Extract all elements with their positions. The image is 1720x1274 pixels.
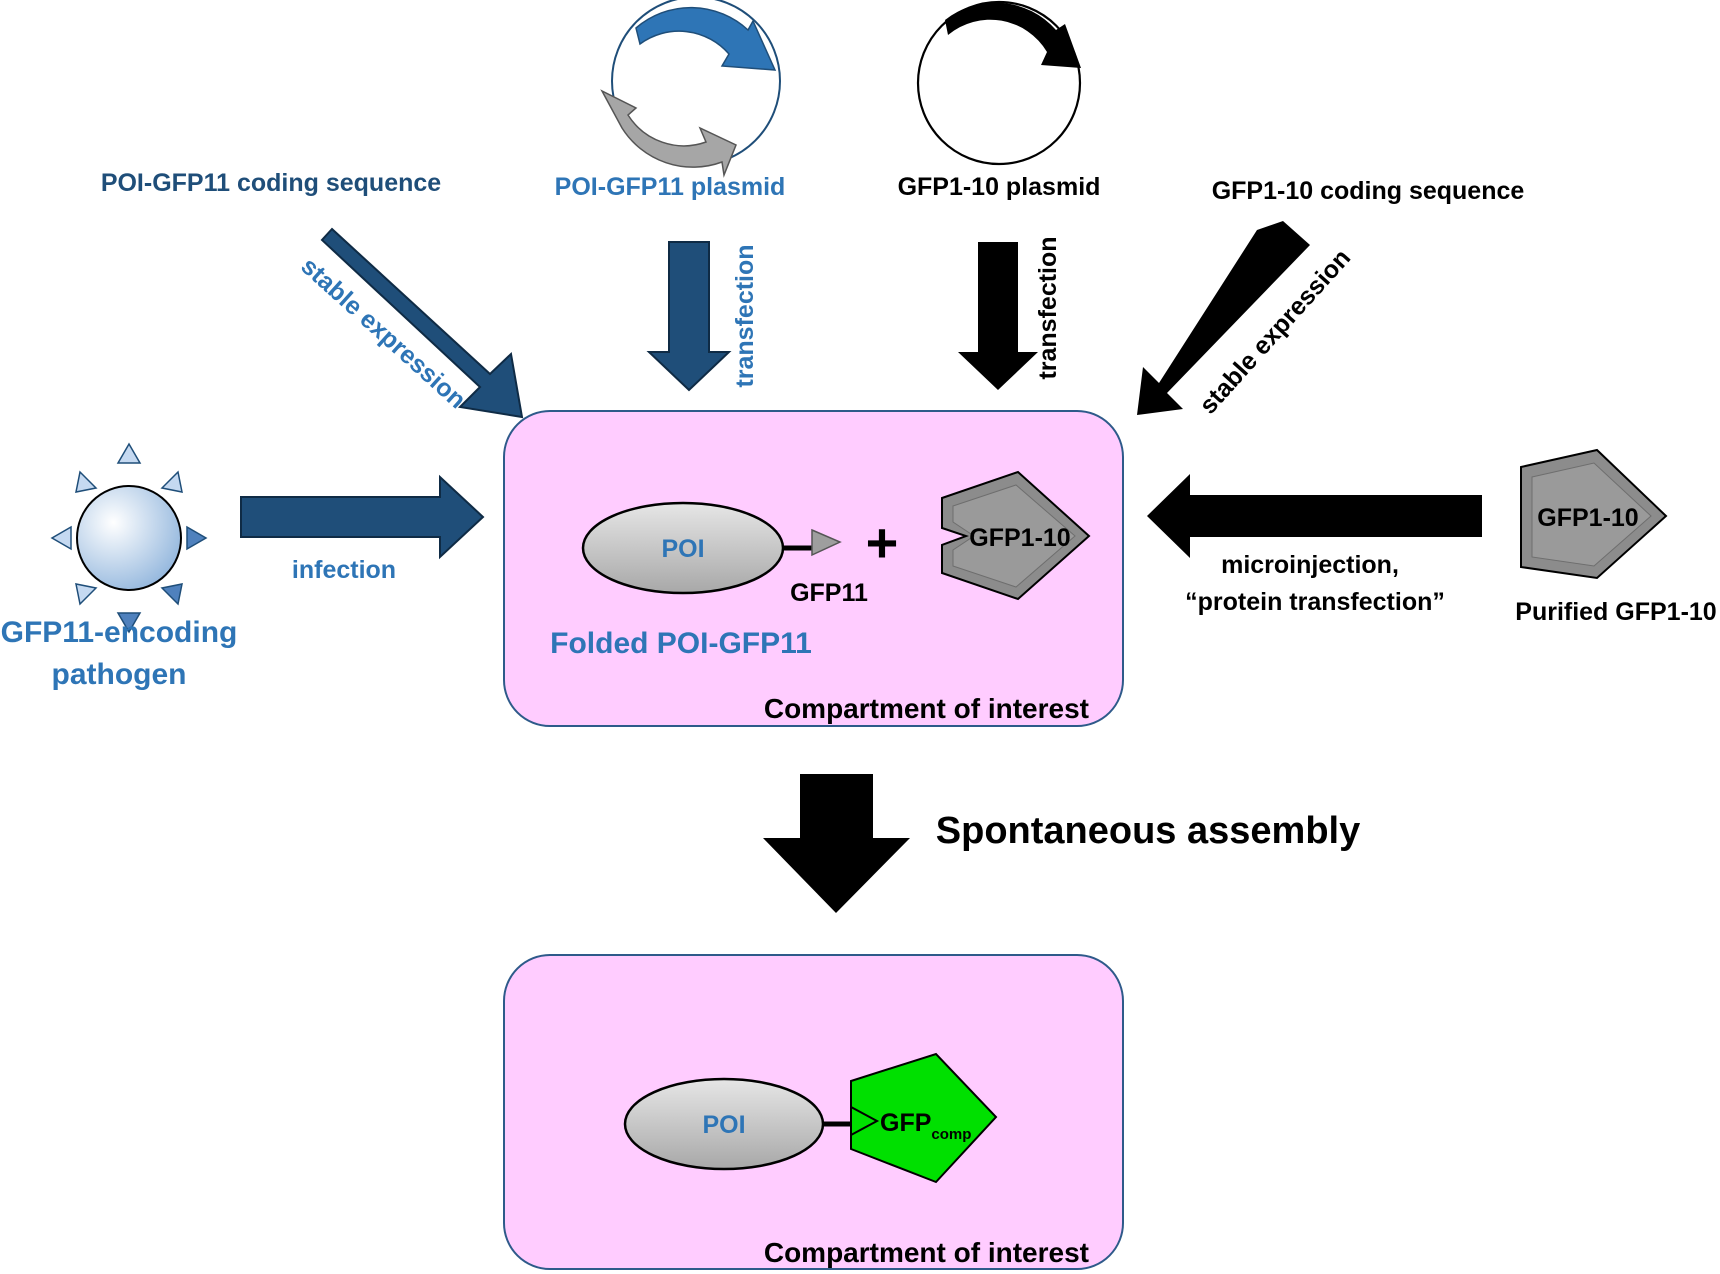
gfp11-label: GFP11 (790, 579, 868, 607)
purified-gfp110-label: Purified GFP1-10 (1515, 598, 1716, 626)
poi-plasmid-icon (600, 0, 781, 178)
gfp-comp-sub: comp (931, 1126, 971, 1143)
poi-plasmid-label: POI-GFP11 plasmid (555, 173, 786, 201)
plus-sign: + (866, 511, 899, 574)
gfp110-pentagon-top (941, 470, 1091, 601)
gfp11-triangle (811, 528, 842, 557)
transfection-label-left: transfection (731, 244, 759, 387)
gfp110-coding-label: GFP1-10 coding sequence (1212, 177, 1525, 205)
purified-gfp110-shape-label: GFP1-10 (1537, 504, 1638, 532)
microinjection-arrow (1147, 474, 1482, 558)
transfection-arrow-right (958, 242, 1038, 390)
pathogen-label-line2: pathogen (52, 658, 187, 691)
microinjection-label-line1: microinjection, (1221, 551, 1399, 579)
stable-expression-arrow-left (320, 227, 524, 419)
gfp110-label-top: GFP1-10 (969, 524, 1070, 552)
stable-expression-arrow-right (1137, 221, 1310, 415)
gfp110-plasmid-icon (916, 0, 1082, 166)
infection-arrow (240, 474, 485, 560)
pathogen-label-line1: GFP11-encoding (1, 616, 238, 649)
compartment-bottom-caption: Compartment of interest (764, 1237, 1089, 1268)
infection-label: infection (292, 556, 396, 584)
gfp-comp-main: GFP (880, 1109, 931, 1137)
microinjection-label-line2: “protein transfection” (1185, 588, 1445, 616)
gfp-comp-pentagon (850, 1052, 998, 1184)
compartment-top-caption: Compartment of interest (764, 693, 1089, 724)
gfp11-inset-bottom (850, 1106, 880, 1136)
gfp110-plasmid-label: GFP1-10 plasmid (898, 173, 1101, 201)
poi-coding-label: POI-GFP11 coding sequence (101, 169, 441, 197)
transfection-arrow-left (646, 241, 732, 392)
poi-label-top: POI (661, 535, 704, 563)
gfp-comp-label: GFPcomp (880, 1109, 971, 1143)
folded-poi-gfp11-label: Folded POI-GFP11 (550, 627, 812, 660)
transfection-label-right: transfection (1034, 236, 1062, 379)
purified-gfp110-pentagon (1520, 448, 1668, 580)
poi-label-bottom: POI (702, 1111, 745, 1139)
assembly-label: Spontaneous assembly (936, 810, 1360, 852)
assembly-arrow (763, 774, 910, 913)
pathogen-icon (50, 442, 208, 634)
